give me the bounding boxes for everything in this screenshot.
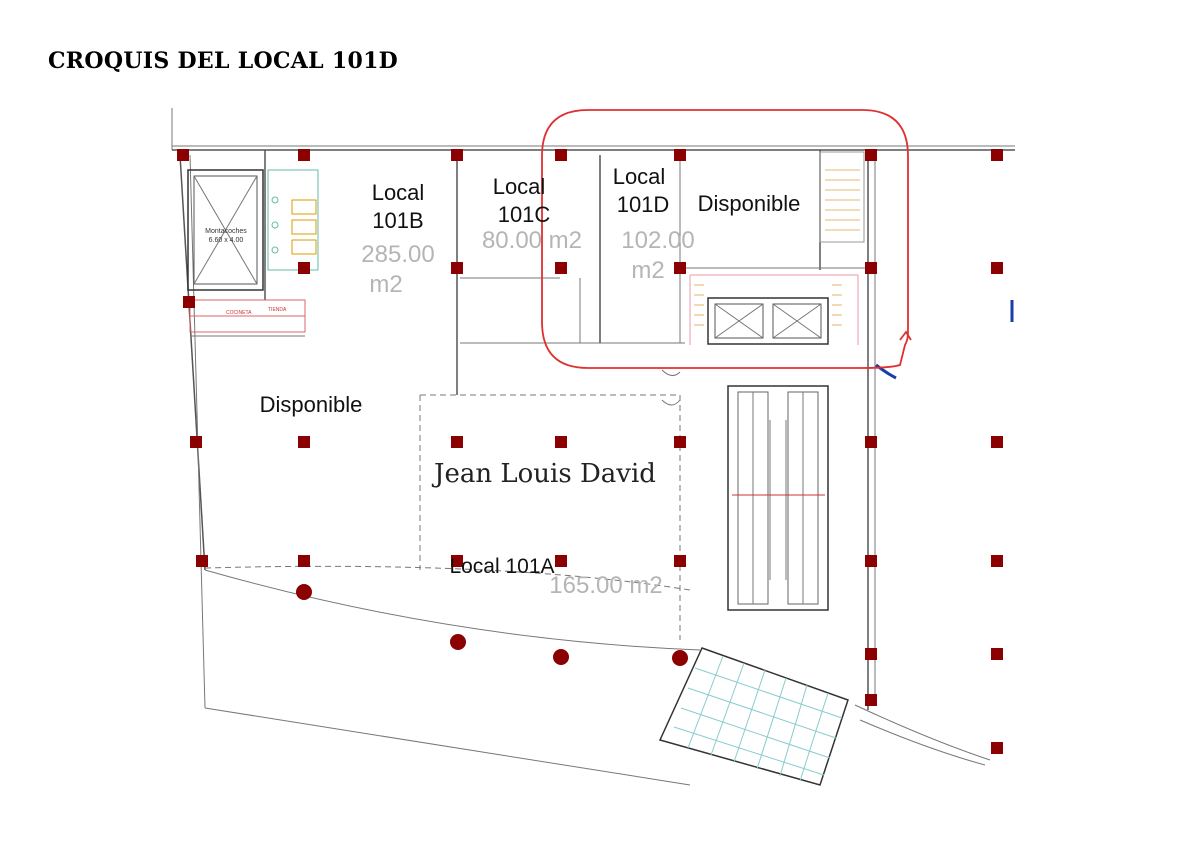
local-101d-label: Local xyxy=(613,164,666,189)
local-101a-area: 165.00 m2 xyxy=(549,572,662,599)
montacoches-size: 6.60 x 4.00 xyxy=(209,237,244,244)
local-101a-label: Local 101A xyxy=(449,555,554,578)
local-101c-label: Local xyxy=(493,174,546,199)
local-101b-label: Local xyxy=(372,180,425,205)
cocineta-label: COCINETA xyxy=(226,310,252,316)
jean-louis-david-label: Jean Louis David xyxy=(431,459,656,489)
elevator-core xyxy=(689,151,865,345)
montacoches-label: Montacoches xyxy=(205,228,247,235)
local-101b-area: 285.00 xyxy=(361,241,434,268)
page-title: CROQUIS DEL LOCAL 101D xyxy=(48,48,399,74)
skylight-grid xyxy=(658,647,849,786)
round-columns xyxy=(296,584,688,666)
disponible-top-label: Disponible xyxy=(698,191,801,216)
highlight-local-101d xyxy=(541,109,912,369)
local-101d-number: 101D xyxy=(617,192,670,217)
disponible-left-label: Disponible xyxy=(260,392,363,417)
labels: Local 101B 285.00 m2 Local 101C 80.00 m2… xyxy=(260,164,801,599)
local-101c-area: 80.00 m2 xyxy=(482,227,582,254)
door-markers xyxy=(661,300,1014,406)
walls xyxy=(171,108,1015,786)
service-block: COCINETA TIENDA xyxy=(189,169,319,337)
tienda-label: TIENDA xyxy=(268,307,287,313)
escalator xyxy=(727,385,829,611)
local-101b-area-unit: m2 xyxy=(369,271,402,298)
local-101d-area: 102.00 xyxy=(621,227,694,254)
local-101b-number: 101B xyxy=(372,208,423,233)
local-101c-number: 101C xyxy=(498,202,551,227)
local-101d-area-unit: m2 xyxy=(631,257,664,284)
montacoches: Montacoches 6.60 x 4.00 xyxy=(187,169,264,291)
columns xyxy=(177,149,1003,754)
